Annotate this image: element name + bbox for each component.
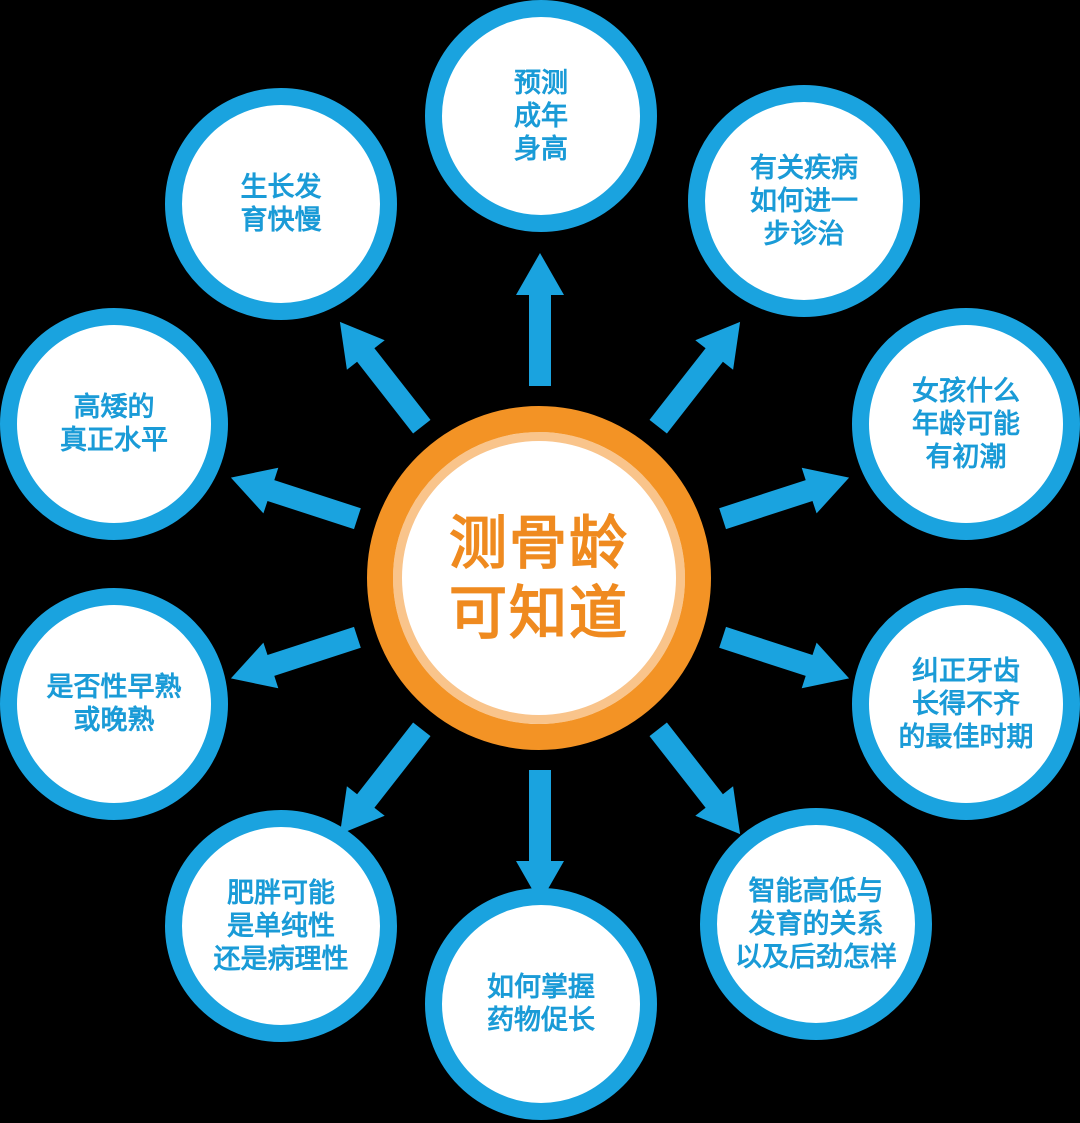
arrow-to-disease-diagnosis bbox=[649, 321, 741, 434]
node-predict-adult-height: 预测 成年 身高 bbox=[425, 0, 657, 232]
node-label: 智能高低与 发育的关系 以及后劲怎样 bbox=[735, 875, 897, 973]
arrow-to-predict-adult-height bbox=[516, 253, 564, 386]
node-precocious-puberty: 是否性早熟 或晚熟 bbox=[0, 588, 228, 820]
node-label: 预测 成年 身高 bbox=[514, 67, 568, 165]
node-label: 是否性早熟 或晚熟 bbox=[46, 672, 182, 736]
arrow-to-obesity-type bbox=[339, 722, 431, 835]
node-label: 高矮的 真正水平 bbox=[60, 392, 168, 456]
arrow-to-teeth-correction bbox=[719, 626, 850, 689]
arrow-to-girl-menarche-age bbox=[719, 467, 850, 530]
center-circle: 测骨龄 可知道 bbox=[367, 406, 711, 750]
node-true-height-level: 高矮的 真正水平 bbox=[0, 308, 228, 540]
arrow-to-precocious-puberty bbox=[230, 626, 361, 689]
node-label: 肥胖可能 是单纯性 还是病理性 bbox=[213, 877, 349, 975]
node-growth-speed: 生长发 育快慢 bbox=[165, 88, 397, 320]
node-label: 生长发 育快慢 bbox=[240, 172, 322, 236]
node-disease-diagnosis: 有关疾病 如何进一 步诊治 bbox=[688, 85, 920, 317]
node-growth-medication: 如何掌握 药物促长 bbox=[425, 888, 657, 1120]
node-label: 有关疾病 如何进一 步诊治 bbox=[750, 152, 858, 250]
arrow-to-true-height-level bbox=[230, 467, 361, 530]
arrow-to-growth-medication bbox=[516, 770, 564, 903]
node-intelligence-development: 智能高低与 发育的关系 以及后劲怎样 bbox=[700, 808, 932, 1040]
node-label: 如何掌握 药物促长 bbox=[487, 972, 595, 1036]
node-girl-menarche-age: 女孩什么 年龄可能 有初潮 bbox=[852, 308, 1080, 540]
node-obesity-type: 肥胖可能 是单纯性 还是病理性 bbox=[165, 810, 397, 1042]
node-teeth-correction: 纠正牙齿 长得不齐 的最佳时期 bbox=[852, 588, 1080, 820]
node-label: 女孩什么 年龄可能 有初潮 bbox=[912, 375, 1020, 473]
center-label: 测骨龄 可知道 bbox=[448, 509, 629, 647]
arrow-to-growth-speed bbox=[339, 321, 431, 434]
node-label: 纠正牙齿 长得不齐 的最佳时期 bbox=[898, 655, 1034, 753]
arrow-to-intelligence-development bbox=[649, 722, 741, 835]
